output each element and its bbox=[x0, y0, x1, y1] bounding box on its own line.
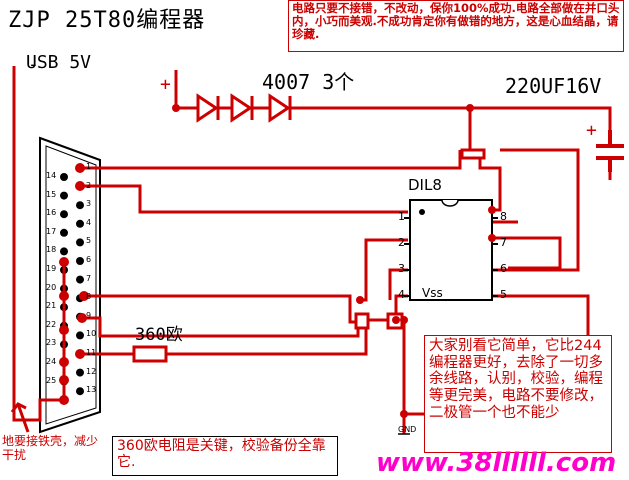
db25-pin-label-13: 13 bbox=[86, 385, 97, 395]
db25-pin-label-25: 25 bbox=[46, 375, 57, 385]
db25-pin-label-8: 8 bbox=[86, 292, 92, 302]
ground-arrow bbox=[10, 402, 30, 433]
db25-hole-18 bbox=[60, 247, 68, 256]
db25-pin-label-6: 6 bbox=[86, 255, 92, 264]
db25-hole-14 bbox=[60, 173, 68, 181]
note-right: 大家别看它简单，它比244编程器更好，去除了一切多余线路，认别，校验，编程等更完… bbox=[424, 335, 612, 453]
diode-2 bbox=[230, 93, 253, 123]
db25-pin-label-17: 17 bbox=[46, 226, 57, 236]
db25-pin-label-3: 3 bbox=[86, 199, 92, 209]
db25-hole-6 bbox=[76, 257, 84, 265]
db25-hole-10 bbox=[76, 331, 84, 340]
diode-3 bbox=[268, 93, 291, 123]
resistor-360 bbox=[132, 345, 168, 363]
page-title: ZJP 25T80编程器 bbox=[8, 8, 206, 33]
db25-pin-label-14: 14 bbox=[46, 171, 57, 180]
note-bottom: 360欧电阻是关键，校验备份全靠它. bbox=[112, 436, 338, 476]
transistor-bottom bbox=[354, 312, 404, 330]
db25-connector bbox=[39, 136, 101, 434]
db25-pin-label-1: 1 bbox=[86, 162, 92, 171]
wire-pin6-right bbox=[492, 148, 580, 272]
db25-pin-label-11: 11 bbox=[86, 348, 97, 357]
wire-db25-p4 bbox=[80, 184, 408, 214]
chip-pin-2: 2 bbox=[398, 236, 405, 249]
transistor-top bbox=[460, 148, 486, 160]
db25-pin-label-5: 5 bbox=[86, 236, 92, 246]
db25-hole-3 bbox=[76, 201, 84, 210]
wire-db25-ground bbox=[30, 398, 60, 422]
db25-inner bbox=[45, 145, 97, 425]
wire-to-capacitor bbox=[470, 106, 612, 130]
note-left: 地要接铁壳，减少干扰 bbox=[2, 434, 99, 463]
chip-pin-1: 1 bbox=[398, 210, 405, 223]
diode-1 bbox=[196, 93, 219, 123]
gnd-label: GND bbox=[398, 425, 417, 434]
chip-pin-3: 3 bbox=[398, 262, 405, 275]
vss-label: Vss bbox=[422, 286, 443, 300]
db25-pin-label-4: 4 bbox=[86, 217, 92, 227]
wire-db25-p20 bbox=[84, 294, 360, 324]
db25-pin-label-2: 2 bbox=[86, 180, 92, 190]
usb-minus-label: - bbox=[28, 54, 39, 75]
wire-usb-ground bbox=[12, 66, 30, 422]
db25-pin-label-7: 7 bbox=[86, 273, 92, 283]
db25-pin-label-9: 9 bbox=[86, 310, 92, 320]
wire-usb-plus bbox=[174, 70, 196, 110]
site-url: www.38llllll.com bbox=[376, 448, 617, 478]
capacitor-label: 220UF16V bbox=[505, 74, 602, 98]
usb-plus-label: + bbox=[160, 74, 171, 95]
db25-pin-label-21: 21 bbox=[46, 301, 57, 311]
db25-pin-label-19: 19 bbox=[46, 264, 57, 273]
diodes bbox=[196, 93, 292, 123]
dil8-chip bbox=[409, 199, 493, 301]
wire-pin3 bbox=[388, 268, 408, 300]
chip-label: DIL8 bbox=[408, 176, 442, 194]
db25-hole-4 bbox=[76, 219, 84, 228]
wire-db25-p22 bbox=[82, 316, 360, 338]
chip-pin-5: 5 bbox=[500, 288, 507, 301]
db25-pin-label-10: 10 bbox=[86, 329, 97, 339]
wire-db25-p2 bbox=[80, 150, 462, 170]
usb-label: USB 5V bbox=[26, 52, 92, 73]
wire-resistor-out bbox=[166, 318, 396, 356]
chip-pin-7: 7 bbox=[500, 236, 507, 249]
db25-hole-13 bbox=[76, 387, 84, 396]
chip-pin-4: 4 bbox=[398, 288, 405, 301]
resistor-label: 360欧 bbox=[135, 325, 183, 345]
db25-hole-5 bbox=[76, 238, 84, 247]
db25-pin-label-12: 12 bbox=[86, 366, 97, 376]
db25-pin-label-15: 15 bbox=[46, 189, 57, 199]
db25-hole-16 bbox=[60, 210, 68, 219]
db25-hole-15 bbox=[60, 191, 68, 200]
diode-label: 4007 3个 bbox=[262, 70, 355, 94]
db25-pin-label-24: 24 bbox=[46, 357, 57, 366]
capacitor bbox=[596, 130, 624, 172]
db25-hole-17 bbox=[60, 228, 68, 237]
chip-pin-6: 6 bbox=[500, 262, 507, 275]
db25-pin-label-20: 20 bbox=[46, 282, 57, 292]
db25-pin-label-18: 18 bbox=[46, 245, 57, 255]
db25-pin-label-22: 22 bbox=[46, 319, 57, 329]
capacitor-plus-label: + bbox=[586, 120, 597, 141]
chip-pin-8: 8 bbox=[500, 210, 507, 223]
wire-pin7 bbox=[492, 236, 562, 270]
db25-pin-label-23: 23 bbox=[46, 338, 57, 348]
note-top: 电路只要不接错，不改动，保你100%成功.电路全部做在并口头内，小巧而美观.不成… bbox=[288, 0, 624, 52]
db25-hole-12 bbox=[76, 368, 84, 377]
db25-hole-7 bbox=[76, 275, 84, 284]
chip-pin-stubs bbox=[404, 217, 498, 297]
junction-dots bbox=[59, 104, 496, 418]
db25-pin-label-16: 16 bbox=[46, 208, 57, 218]
